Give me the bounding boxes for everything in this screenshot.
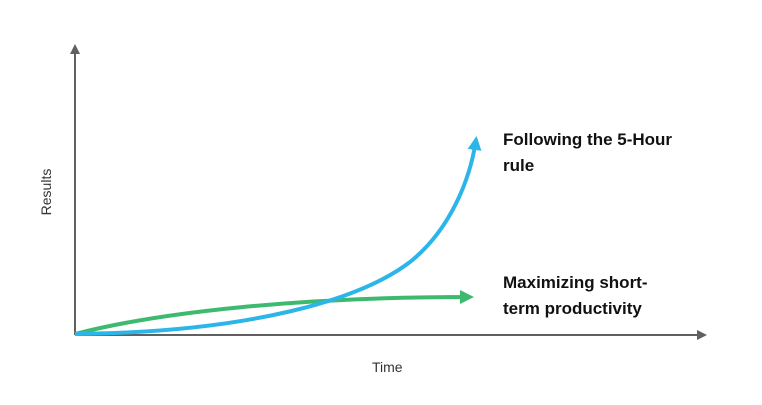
series-line-short-term <box>74 290 474 336</box>
series-label-5-hour-rule: Following the 5-Hour rule <box>503 130 673 175</box>
y-axis-label: Results <box>38 168 54 216</box>
x-axis-label: Time <box>372 359 403 375</box>
series-line-5-hour-rule <box>74 136 482 336</box>
series-label-short-term: Maximizing short-term productivity <box>503 273 648 318</box>
